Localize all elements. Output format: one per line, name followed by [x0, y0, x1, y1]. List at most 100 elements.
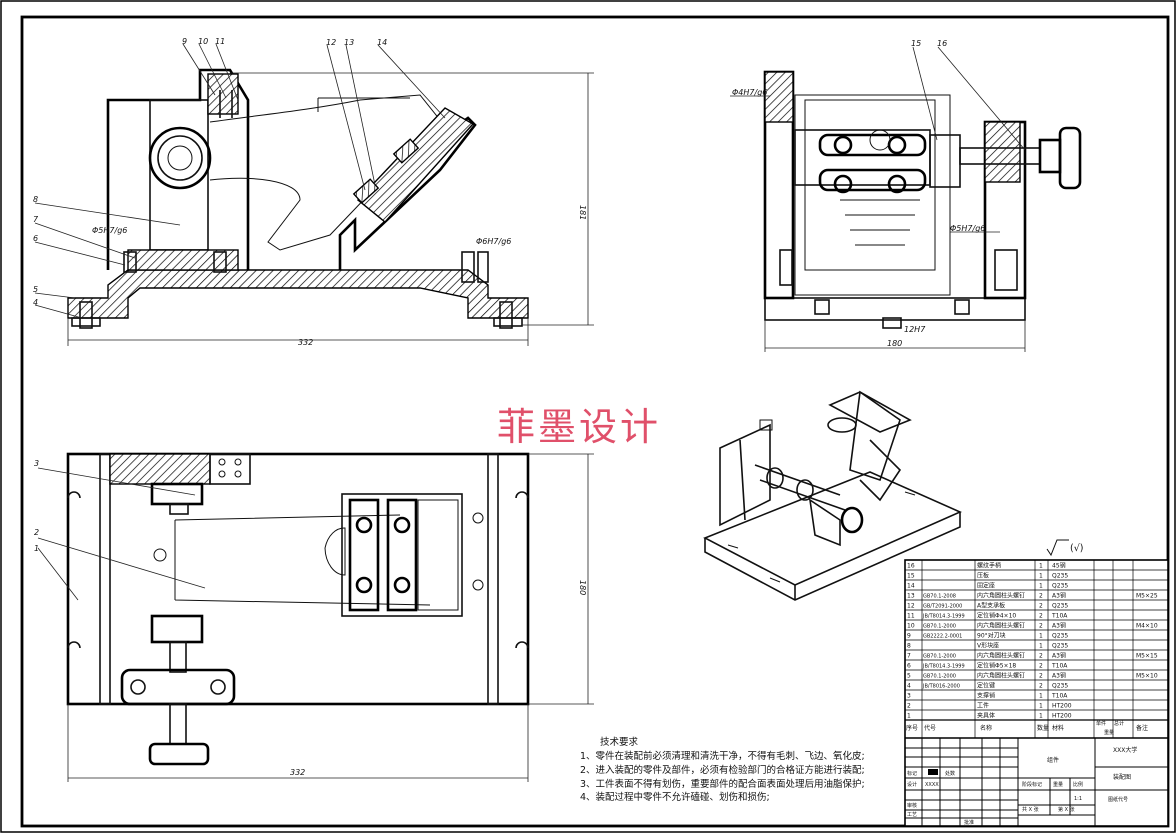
bom-cell-mat: Q235	[1052, 683, 1068, 690]
bom-cell-mat: Q235	[1052, 603, 1068, 610]
inner-frame	[20, 15, 1170, 828]
balloon-11: 11	[215, 37, 225, 46]
bom-cell-code: GB2222.2-0001	[923, 634, 962, 640]
bom-cell-code: JB/T8014.3-1999	[922, 614, 965, 620]
bom-cell-qty: 2	[1039, 593, 1043, 600]
bom-cell-code: GB70.1-2000	[923, 674, 956, 680]
bom-cell-mat: Q235	[1052, 633, 1068, 640]
bom-cell-mat: Q235	[1052, 643, 1068, 650]
bom-cell-no: 11	[907, 613, 915, 620]
bom-header-note: 备注	[1136, 724, 1148, 732]
bom-cell-mat: A3钢	[1052, 672, 1066, 680]
bom-header-qty: 数量	[1037, 724, 1049, 732]
tb-scale-val: 1:1	[1074, 796, 1082, 802]
bom-cell-qty: 1	[1039, 643, 1043, 650]
bom-cell-qty: 1	[1039, 693, 1043, 700]
bom-cell-mat: T10A	[1051, 613, 1068, 620]
front-width-dim: 332	[298, 338, 313, 347]
bom-cell-qty: 2	[1039, 613, 1043, 620]
bom-cell-name: 螺纹手柄	[977, 562, 1001, 570]
tb-drawing: 装配图	[1113, 773, 1131, 781]
bom-cell-qty: 1	[1039, 573, 1043, 580]
top-height-dim: 180	[578, 580, 587, 595]
bom-cell-qty: 2	[1039, 673, 1043, 680]
bom-cell-code: JB/T8016-2000	[922, 684, 960, 690]
bom-cell-qty: 2	[1039, 663, 1043, 670]
balloon-13: 13	[344, 38, 354, 47]
title-block-fill-mark	[928, 769, 938, 775]
bom-cell-mat: A3钢	[1052, 652, 1066, 660]
bom-cell-no: 13	[907, 593, 915, 600]
bom-cell-name: 内六角圆柱头螺钉	[977, 652, 1025, 660]
bom-cell-qty: 1	[1039, 713, 1043, 720]
tb-review: 审核	[907, 802, 917, 809]
tb-design-name: XXXX	[925, 782, 939, 788]
watermark: 菲墨设计	[497, 405, 661, 449]
bom-cell-mat: HT200	[1052, 703, 1072, 710]
balloon-10: 10	[198, 37, 208, 46]
bom-cell-qty: 2	[1039, 683, 1043, 690]
balloon-16: 16	[937, 39, 947, 48]
balloon-5: 5	[33, 285, 38, 294]
bom-cell-name: V形块座	[977, 642, 999, 650]
bom-cell-name: 夹具体	[977, 712, 995, 720]
tb-qty: 处数	[945, 770, 955, 777]
balloon-6: 6	[33, 234, 38, 243]
bom-header-code: 代号	[924, 724, 936, 732]
tech-req-line-3: 3、工件表面不得有划伤，重要部件的配合面表面处理后用油脂保护;	[580, 778, 865, 790]
front-height-dim: 181	[578, 205, 587, 220]
bom-cell-code: GB70.1-2008	[923, 594, 956, 600]
bom-cell-no: 6	[907, 663, 911, 670]
balloon-3: 3	[34, 459, 39, 468]
bom-cell-mat: A3钢	[1052, 622, 1066, 630]
bom-cell-name: 固定座	[977, 582, 995, 590]
bom-header-single: 单件	[1096, 720, 1106, 727]
tb-design-label: 设计	[907, 781, 917, 788]
tb-drawing-no: 图纸代号	[1108, 796, 1128, 803]
bom-cell-note: M5×15	[1136, 653, 1158, 660]
fit-front-left: Φ5H7/g6	[92, 226, 127, 235]
bom-header-name: 名称	[980, 724, 992, 732]
bom-cell-no: 10	[907, 623, 915, 630]
roughness-note: (√)	[1070, 543, 1083, 554]
roughness-icon	[1046, 539, 1069, 557]
front-view	[67, 68, 594, 346]
bom-cell-code: JB/T8014.3-1999	[922, 664, 965, 670]
tb-mark: 标记	[907, 770, 917, 777]
balloon-14: 14	[377, 38, 387, 47]
bom-cell-qty: 2	[1039, 623, 1043, 630]
bom-cell-mat: T10A	[1051, 663, 1068, 670]
bom-cell-name: 定位销Φ4×10	[977, 612, 1016, 620]
balloon-15: 15	[911, 39, 921, 48]
balloon-9: 9	[182, 37, 187, 46]
tech-req-line-2: 2、进入装配的零件及部件，必须有检验部门的合格证方能进行装配;	[580, 764, 865, 776]
bom-cell-no: 9	[907, 633, 911, 640]
bom-cell-qty: 1	[1039, 563, 1043, 570]
bom-cell-note: M5×25	[1136, 593, 1158, 600]
bom-cell-no: 16	[907, 563, 915, 570]
fit-side-top: Φ4H7/g6	[732, 88, 767, 97]
isometric-view	[703, 390, 962, 601]
top-width-dim: 332	[290, 768, 305, 777]
bom-cell-name: 压板	[977, 572, 989, 580]
front-leaders	[34, 43, 446, 319]
bom-cell-qty: 2	[1039, 603, 1043, 610]
bom-cell-qty: 1	[1039, 633, 1043, 640]
bom-cell-no: 4	[907, 683, 911, 690]
bom-cell-name: 内六角圆柱头螺钉	[977, 622, 1025, 630]
bom-cell-mat: A3钢	[1052, 592, 1066, 600]
bom-cell-name: 定位键	[977, 682, 995, 690]
bom-cell-no: 8	[907, 643, 911, 650]
bom-cell-no: 5	[907, 673, 911, 680]
bom-cell-name: 工件	[977, 702, 989, 710]
tb-sheet-total: 共 X 张	[1022, 806, 1039, 813]
bom-cell-name: 内六角圆柱头螺钉	[977, 592, 1025, 600]
bom-cell-name: A型支承板	[977, 602, 1005, 610]
tech-req-line-1: 1、零件在装配前必须清理和清洗干净，不得有毛刺、飞边、氧化皮;	[580, 750, 865, 762]
fit-front-right: Φ6H7/g6	[476, 237, 511, 246]
tb-school: XXX大学	[1113, 746, 1137, 754]
bom-header-no: 序号	[906, 724, 918, 732]
